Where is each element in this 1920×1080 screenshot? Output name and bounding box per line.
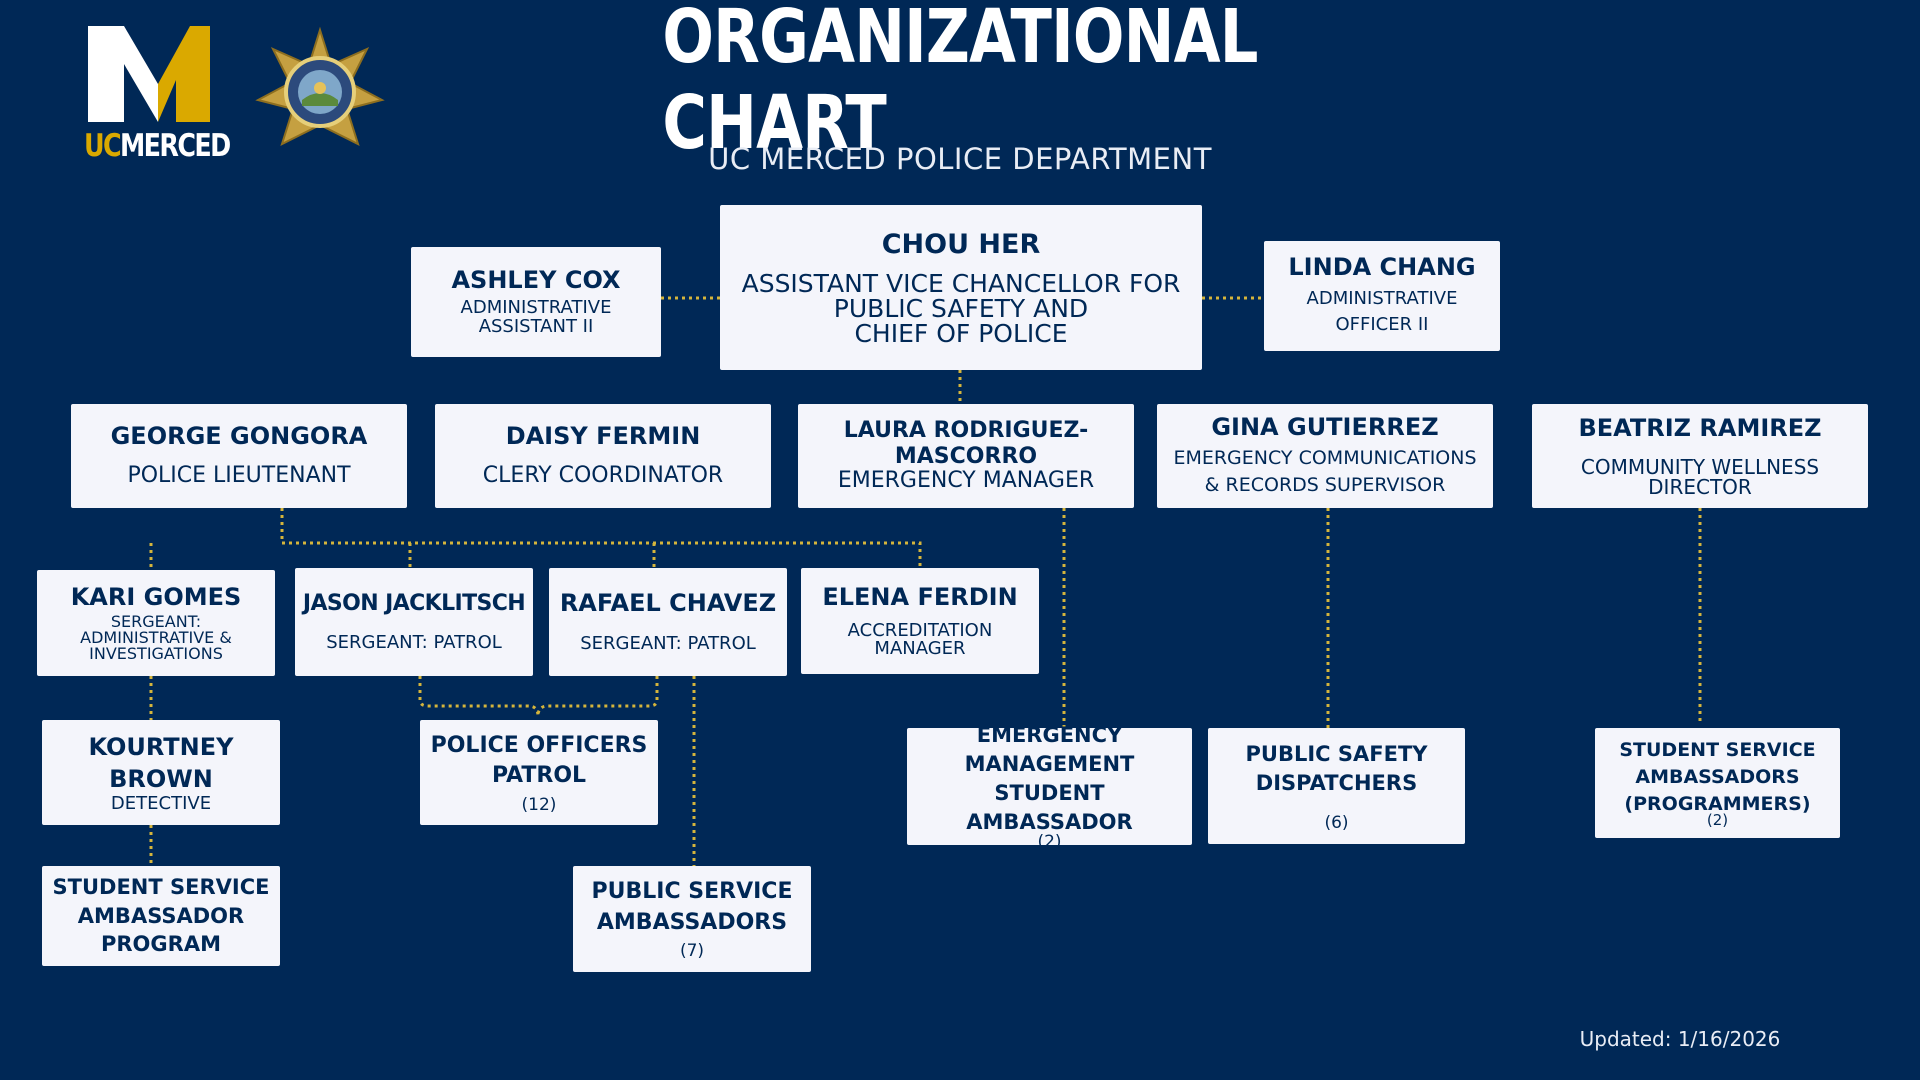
person-role: ASSISTANT VICE CHANCELLOR FOR PUBLIC SAF… [741,268,1181,348]
person-role: SERGEANT: PATROL [326,632,502,654]
person-role: ADMINISTRATIVE ASSISTANT II [460,296,612,337]
page-title: ORGANIZATIONAL CHART [662,0,1258,166]
org-box-george-gongora: GEORGE GONGORA POLICE LIEUTENANT [71,404,407,508]
person-name: LINDA CHANG [1288,253,1476,282]
org-box-student-service-ambassador-program: STUDENT SERVICE AMBASSADOR PROGRAM [42,866,280,966]
org-box-kari-gomes: KARI GOMES SERGEANT: ADMINISTRATIVE & IN… [37,570,275,676]
group-name: PUBLIC SERVICE AMBASSADORS [591,879,793,935]
org-box-rafael-chavez: RAFAEL CHAVEZ SERGEANT: PATROL [549,568,787,676]
person-role: ACCREDITATION MANAGER [847,619,993,659]
org-box-kourtney-brown: KOURTNEY BROWN DETECTIVE [42,720,280,825]
person-name: KOURTNEY BROWN [88,732,234,794]
group-count: (7) [679,941,705,962]
org-box-police-officers-patrol: POLICE OFFICERS PATROL (12) [420,720,658,825]
person-name: RAFAEL CHAVEZ [559,588,777,617]
org-box-public-service-ambassadors: PUBLIC SERVICE AMBASSADORS (7) [573,866,811,972]
group-count: (6) [1324,812,1349,833]
org-box-beatriz-ramirez: BEATRIZ RAMIREZ COMMUNITY WELLNESS DIREC… [1532,404,1868,508]
person-name: BEATRIZ RAMIREZ [1578,414,1822,443]
org-box-gina-gutierrez: GINA GUTIERREZ EMERGENCY COMMUNICATIONS … [1157,404,1493,508]
org-box-jason-jacklitsch: JASON JACKLITSCH SERGEANT: PATROL [295,568,533,676]
org-box-laura-rodriguez-mascorro: LAURA RODRIGUEZ- MASCORRO EMERGENCY MANA… [798,404,1134,508]
org-box-elena-ferdin: ELENA FERDIN ACCREDITATION MANAGER [801,568,1039,674]
updated-date: Updated: 1/16/2026 [1579,1027,1781,1051]
org-box-ashley-cox: ASHLEY COX ADMINISTRATIVE ASSISTANT II [411,247,661,357]
org-box-public-safety-dispatchers: PUBLIC SAFETY DISPATCHERS (6) [1208,728,1465,844]
person-name: DAISY FERMIN [505,421,701,450]
person-name: KARI GOMES [70,583,242,612]
org-box-emergency-management-student-ambassador: EMERGENCY MANAGEMENT STUDENT AMBASSADOR … [907,723,1192,851]
group-count: (2) [1706,811,1729,830]
group-name: PUBLIC SAFETY DISPATCHERS [1245,741,1428,795]
org-box-linda-chang: LINDA CHANG ADMINISTRATIVE OFFICER II [1264,241,1500,351]
group-name: STUDENT SERVICE AMBASSADORS (PROGRAMMERS… [1619,739,1816,816]
person-role: CLERY COORDINATOR [482,463,724,489]
org-box-daisy-fermin: DAISY FERMIN CLERY COORDINATOR [435,404,771,508]
person-role: SERGEANT: PATROL [580,633,756,655]
person-role: COMMUNITY WELLNESS DIRECTOR [1580,454,1820,499]
person-name: JASON JACKLITSCH [302,590,526,616]
person-name: ASHLEY COX [451,266,621,295]
org-box-student-service-ambassadors-programmers: STUDENT SERVICE AMBASSADORS (PROGRAMMERS… [1595,728,1840,838]
person-name: LAURA RODRIGUEZ- MASCORRO [843,418,1089,469]
group-count: (12) [521,794,557,815]
person-role: EMERGENCY COMMUNICATIONS & RECORDS SUPER… [1173,447,1477,496]
person-role: SERGEANT: ADMINISTRATIVE & INVESTIGATION… [80,611,232,663]
group-name: POLICE OFFICERS PATROL [430,732,648,789]
person-role: DETECTIVE [110,793,212,815]
group-count: (2) [1037,832,1062,853]
org-box-chou-her: CHOU HER ASSISTANT VICE CHANCELLOR FOR P… [720,205,1202,370]
person-name: GINA GUTIERREZ [1211,412,1439,441]
person-name: ELENA FERDIN [822,583,1018,612]
group-name: EMERGENCY MANAGEMENT STUDENT AMBASSADOR [964,723,1135,835]
person-name: GEORGE GONGORA [110,421,368,450]
person-role: POLICE LIEUTENANT [127,463,351,489]
ucmerced-m-logo-icon [88,26,210,122]
person-name: CHOU HER [881,229,1041,261]
group-name: STUDENT SERVICE AMBASSADOR PROGRAM [52,874,270,957]
ucmerced-logo-text: UCMERCED [84,128,231,164]
person-role: ADMINISTRATIVE OFFICER II [1306,287,1458,335]
person-role: EMERGENCY MANAGER [837,467,1095,493]
university-of-california-police-badge-icon [255,26,385,146]
page-subtitle: UC MERCED POLICE DEPARTMENT [708,142,1212,176]
